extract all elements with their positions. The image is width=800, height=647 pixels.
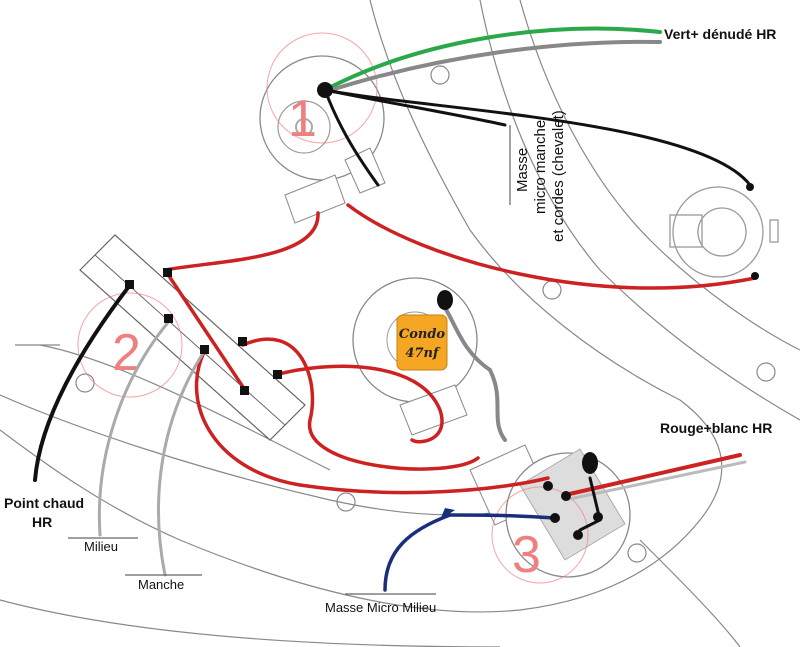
- screw-hole: [542, 280, 562, 300]
- leader-lines: [68, 125, 511, 595]
- jack-tab: [669, 214, 703, 248]
- marker-number-3: 3: [512, 526, 541, 584]
- white-wire-middle: [97, 318, 172, 537]
- pot-shaft-ring: [277, 100, 331, 154]
- label-red-white: Rouge+blanc HR: [660, 420, 772, 436]
- black-wire-lug: [323, 88, 380, 187]
- capacitor: Condo 47nf: [396, 314, 448, 371]
- switch-lug: [238, 337, 247, 346]
- switch-lug: [164, 314, 173, 323]
- screw-hole: [75, 373, 95, 393]
- red-wire-switch: [163, 211, 320, 272]
- white-wire-neck: [157, 348, 207, 577]
- red-wire-pot3: [194, 348, 550, 495]
- pot-lugs: [399, 384, 468, 436]
- switch-lug: [125, 280, 134, 289]
- body-line: [39, 344, 331, 471]
- body-line: [639, 539, 741, 647]
- grey-wire-tone: [488, 368, 507, 442]
- capacitor-value: 47nf: [405, 346, 441, 361]
- switch-lug: [200, 345, 209, 354]
- solder-point: [317, 82, 333, 98]
- switch-lug: [273, 370, 282, 379]
- switch-lug: [240, 386, 249, 395]
- grey-wire: [323, 39, 662, 94]
- potentiometer-1: [259, 32, 386, 224]
- capacitor-body: [396, 314, 448, 371]
- label-ground-line1: Masse: [514, 148, 531, 192]
- solder-point: [593, 512, 603, 522]
- wires: [33, 26, 757, 592]
- label-middle-ground: Masse Micro Milieu: [325, 600, 436, 615]
- marker-circle: [491, 486, 589, 584]
- screw-hole: [627, 543, 647, 563]
- marker-number-1: 1: [288, 90, 317, 148]
- solder-points: [125, 82, 759, 540]
- solder-point: [573, 530, 583, 540]
- switch-lug: [163, 268, 172, 277]
- pot-shaft: [295, 118, 313, 136]
- jack-body: [672, 186, 764, 278]
- screw-hole: [430, 65, 450, 85]
- label-ground: Masse micro manche et cordes (chevalet): [514, 110, 567, 242]
- solder-point: [582, 452, 598, 474]
- solder-point: [746, 183, 754, 191]
- jack-ring: [697, 207, 747, 257]
- label-neck: Manche: [138, 577, 184, 592]
- red-wire-hr: [563, 453, 742, 497]
- label-middle: Milieu: [84, 539, 118, 554]
- label-ground-line2: micro manche: [532, 120, 549, 214]
- jack-tab: [769, 219, 779, 243]
- solder-point: [561, 491, 571, 501]
- red-wire-tone: [241, 337, 480, 471]
- screw-hole: [756, 362, 776, 382]
- solder-point: [437, 290, 453, 310]
- output-jack: [669, 186, 779, 278]
- screw-hole: [336, 492, 356, 512]
- red-wire-jack: [346, 203, 757, 290]
- solder-point: [550, 513, 560, 523]
- marker-circle: [266, 32, 378, 144]
- pot-lugs: [284, 174, 346, 224]
- solder-point: [751, 272, 759, 280]
- black-wire-jack: [323, 88, 752, 187]
- red-wire-tone2: [273, 364, 444, 444]
- capacitor-label: Condo: [399, 327, 446, 342]
- black-wire-ground: [323, 88, 507, 127]
- green-wire: [323, 26, 662, 92]
- cavity-outline: [479, 0, 800, 421]
- blue-wire: [383, 513, 452, 592]
- solder-point: [543, 481, 553, 491]
- cavity-outline: [519, 0, 800, 351]
- red-wire-switch-jumper: [163, 268, 247, 392]
- marker-number-2: 2: [112, 324, 141, 382]
- pickguard-outline: [0, 0, 723, 613]
- label-hot-point-1: Point chaud: [4, 495, 84, 511]
- label-hot-point-2: HR: [32, 514, 52, 530]
- arrow-head: [440, 508, 455, 520]
- black-wire-hot: [33, 283, 132, 482]
- blue-wire-end: [448, 513, 557, 520]
- label-ground-line3: et cordes (chevalet): [550, 110, 567, 242]
- label-green-wire: Vert+ dénudé HR: [664, 26, 776, 42]
- marker-circle: [77, 292, 183, 398]
